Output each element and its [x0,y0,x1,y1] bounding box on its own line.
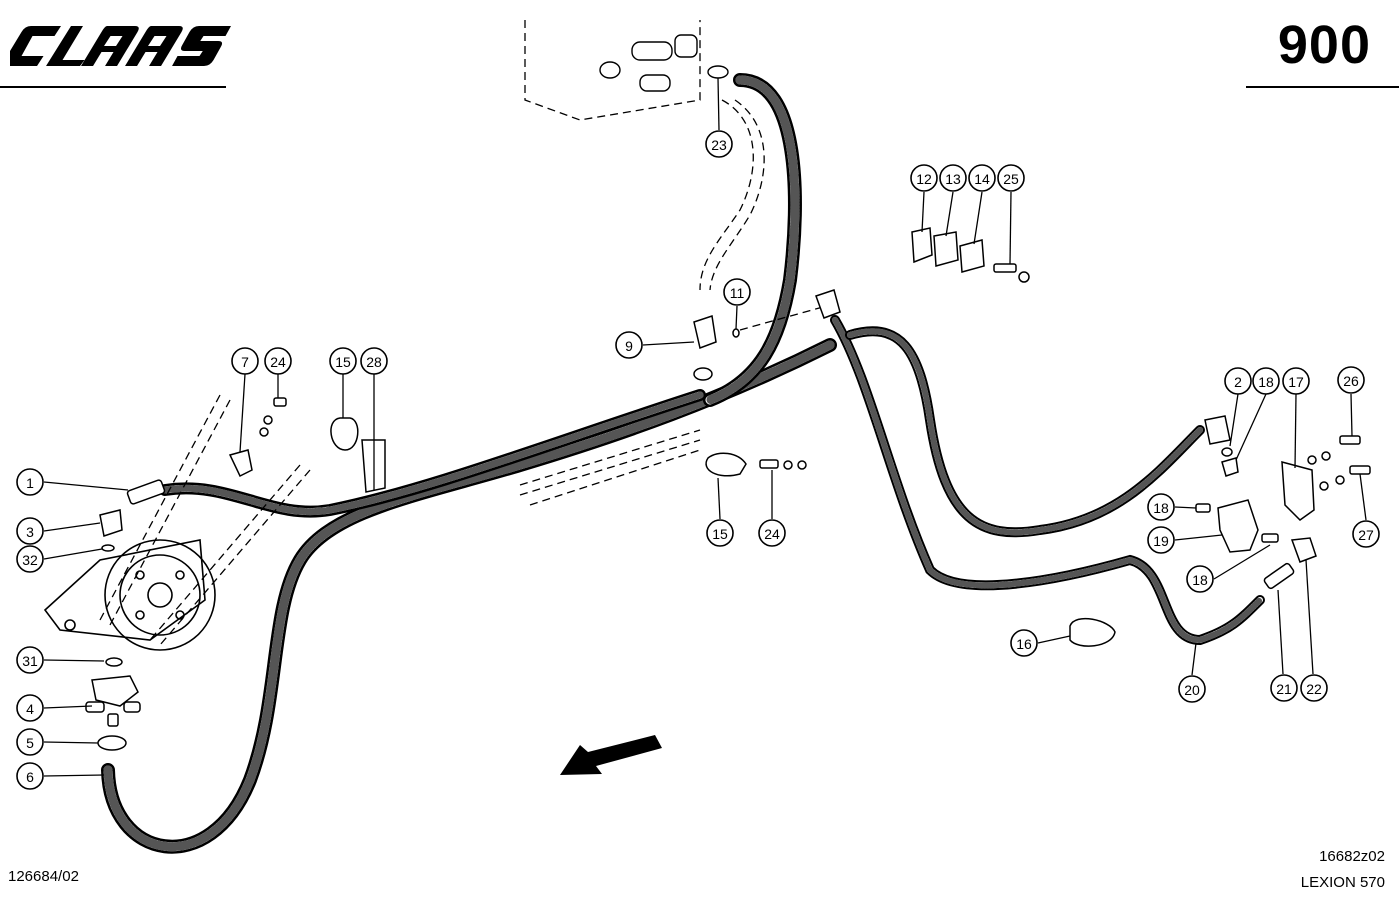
svg-text:21: 21 [1276,681,1292,697]
svg-text:31: 31 [22,653,38,669]
callout-14: 14 [968,164,996,192]
hose-lines [101,73,1265,854]
main-hose [101,338,837,854]
callout-18-mid: 18 [1147,493,1175,521]
callout-12: 12 [910,164,938,192]
svg-text:15: 15 [335,354,351,370]
tank-detail [599,34,729,92]
callout-15-center: 15 [706,519,734,547]
callout-23: 23 [705,130,733,158]
callout-18-top: 18 [1252,367,1280,395]
svg-text:24: 24 [270,354,286,370]
callout-5: 5 [16,728,44,756]
svg-text:19: 19 [1153,533,1169,549]
svg-text:14: 14 [974,171,990,187]
callout-31: 31 [16,646,44,674]
svg-text:6: 6 [26,769,34,785]
callout-21: 21 [1270,674,1298,702]
svg-text:7: 7 [241,354,249,370]
svg-text:17: 17 [1288,374,1304,390]
callout-32: 32 [16,545,44,573]
leader-lines [43,77,1367,777]
svg-text:20: 20 [1184,682,1200,698]
callout-6: 6 [16,762,44,790]
callout-15-left: 15 [329,347,357,375]
svg-text:4: 4 [26,701,34,717]
svg-text:23: 23 [711,137,727,153]
compressor [43,539,216,651]
callout-1: 1 [16,468,44,496]
svg-text:2: 2 [1234,374,1242,390]
callout-20: 20 [1178,675,1206,703]
svg-text:5: 5 [26,735,34,751]
svg-text:3: 3 [26,524,34,540]
svg-text:28: 28 [366,354,382,370]
svg-text:1: 1 [26,475,34,491]
callout-26: 26 [1337,366,1365,394]
callout-16: 16 [1010,629,1038,657]
callout-25: 25 [997,164,1025,192]
svg-text:11: 11 [730,285,745,301]
drawing-reference-left: 126684/02 [8,868,79,885]
callout-24-center: 24 [758,519,786,547]
claas-logo [10,26,232,66]
svg-text:18: 18 [1153,500,1169,516]
callout-18-low: 18 [1186,565,1214,593]
svg-text:24: 24 [764,526,780,542]
fittings [85,227,1371,751]
svg-text:25: 25 [1003,171,1019,187]
callout-7: 7 [231,347,259,375]
callout-24-left: 24 [264,347,292,375]
page-number: 900 [1277,15,1371,75]
svg-text:27: 27 [1358,527,1374,543]
callout-4: 4 [16,694,44,722]
callout-2: 2 [1224,367,1252,395]
hidden-outlines [99,20,831,646]
drawing-reference-right: 16682z02 [1319,848,1385,865]
svg-text:22: 22 [1306,681,1322,697]
svg-text:26: 26 [1343,373,1359,389]
callout-17: 17 [1282,367,1310,395]
header-rule-left [0,86,226,88]
callout-22: 22 [1300,674,1328,702]
header-rule-right [1246,86,1399,88]
svg-text:9: 9 [625,338,633,354]
callout-3: 3 [16,517,44,545]
callout-11: 11 [723,278,751,306]
callout-13: 13 [939,164,967,192]
svg-text:32: 32 [22,552,38,568]
svg-text:16: 16 [1016,636,1032,652]
callout-27: 27 [1352,520,1380,548]
svg-text:18: 18 [1258,374,1274,390]
svg-text:18: 18 [1192,572,1208,588]
callout-9: 9 [615,331,643,359]
svg-text:13: 13 [945,171,961,187]
svg-text:15: 15 [712,526,728,542]
callout-28: 28 [360,347,388,375]
direction-arrow [560,735,662,775]
machine-model: LEXION 570 [1300,874,1385,891]
callout-19: 19 [1147,526,1175,554]
svg-text:12: 12 [916,171,932,187]
